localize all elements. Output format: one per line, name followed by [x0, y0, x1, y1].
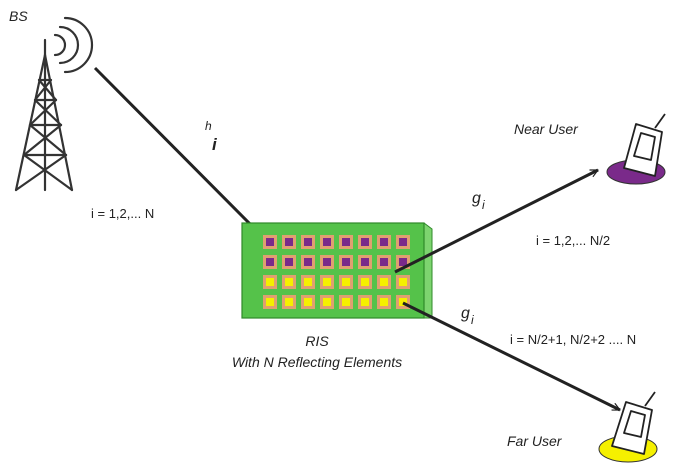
ris-subtitle: With N Reflecting Elements	[232, 354, 402, 370]
ris-element-far-core	[285, 278, 293, 286]
ris-element-far-core	[342, 298, 350, 306]
far-index-label: i = N/2+1, N/2+2 .... N	[510, 332, 636, 347]
ris-element-far-core	[361, 298, 369, 306]
ris-element-far-core	[266, 278, 274, 286]
mobile-phone-icon	[623, 113, 666, 177]
near-user-phone	[606, 113, 666, 185]
ris-element-near-core	[361, 238, 369, 246]
ris-element-far-core	[380, 298, 388, 306]
ris-element-near-core	[266, 238, 274, 246]
ris-element-near-core	[399, 258, 407, 266]
ris-element-far-core	[323, 298, 331, 306]
ris-title: RIS	[305, 333, 329, 349]
cell-tower-icon	[14, 16, 94, 192]
near-index-label: i = 1,2,... N/2	[536, 233, 610, 248]
ris-element-near-core	[380, 238, 388, 246]
ris-element-far-core	[399, 298, 407, 306]
mobile-phone-icon	[611, 391, 656, 455]
bs-to-ris-arrow	[93, 66, 260, 234]
ris-element-near-core	[304, 238, 312, 246]
bs-label: BS	[9, 8, 28, 24]
ris-element-near-core	[266, 258, 274, 266]
ris-panel	[241, 222, 433, 319]
ris-element-near-core	[399, 238, 407, 246]
ris-element-far-core	[399, 278, 407, 286]
ris-element-near-core	[285, 238, 293, 246]
ris-element-near-core	[361, 258, 369, 266]
ris-element-near-core	[285, 258, 293, 266]
ris-element-far-core	[380, 278, 388, 286]
g-near-symbol: g	[472, 190, 481, 207]
ris-to-far-user-arrow	[402, 301, 621, 412]
ris-to-near-user-arrow	[394, 168, 599, 274]
ris-element-far-core	[266, 298, 274, 306]
g-far-symbol: g	[461, 305, 470, 322]
far-user-phone	[598, 391, 658, 463]
ris-element-near-core	[323, 238, 331, 246]
near-user-label: Near User	[514, 121, 579, 137]
bs-index-label: i = 1,2,... N	[91, 206, 154, 221]
ris-element-far-core	[361, 278, 369, 286]
ris-element-near-core	[323, 258, 331, 266]
g-far-subscript: i	[471, 313, 474, 327]
ris-element-near-core	[342, 238, 350, 246]
far-user-label: Far User	[507, 433, 563, 449]
ris-element-far-core	[323, 278, 331, 286]
ris-element-far-core	[342, 278, 350, 286]
h-channel-subscript: i	[212, 135, 218, 154]
ris-element-grid	[263, 235, 410, 309]
g-near-subscript: i	[482, 198, 485, 212]
h-channel-symbol: h	[205, 119, 212, 133]
ris-element-far-core	[304, 298, 312, 306]
ris-element-far-core	[304, 278, 312, 286]
ris-element-near-core	[380, 258, 388, 266]
ris-element-far-core	[285, 298, 293, 306]
ris-element-near-core	[304, 258, 312, 266]
ris-element-near-core	[342, 258, 350, 266]
